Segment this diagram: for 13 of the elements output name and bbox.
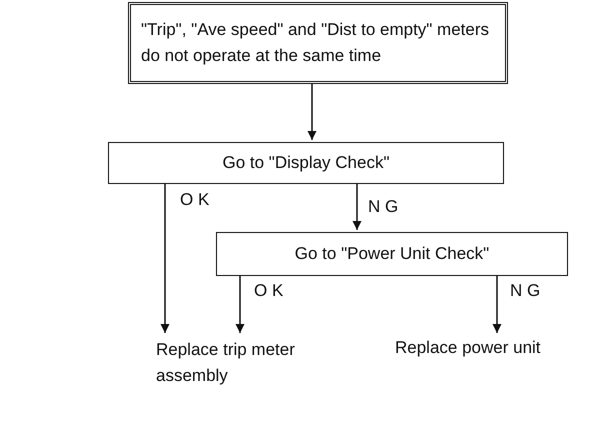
arrow	[160, 184, 170, 333]
process-box	[216, 232, 568, 276]
arrow	[308, 84, 316, 140]
arrow	[236, 276, 244, 333]
box-text: "Trip", "Ave speed" and "Dist to empty" meters do not operate at the same time	[141, 18, 490, 67]
box-text: Go to "Display Check"	[222, 152, 390, 174]
arrow	[352, 184, 362, 230]
result-text: Replace trip meter assembly	[156, 335, 326, 391]
arrow	[492, 276, 502, 333]
box-text: Go to "Power Unit Check"	[294, 242, 490, 265]
result-text: Replace power unit	[395, 335, 585, 361]
process-box	[128, 2, 508, 84]
process-box	[108, 142, 504, 184]
